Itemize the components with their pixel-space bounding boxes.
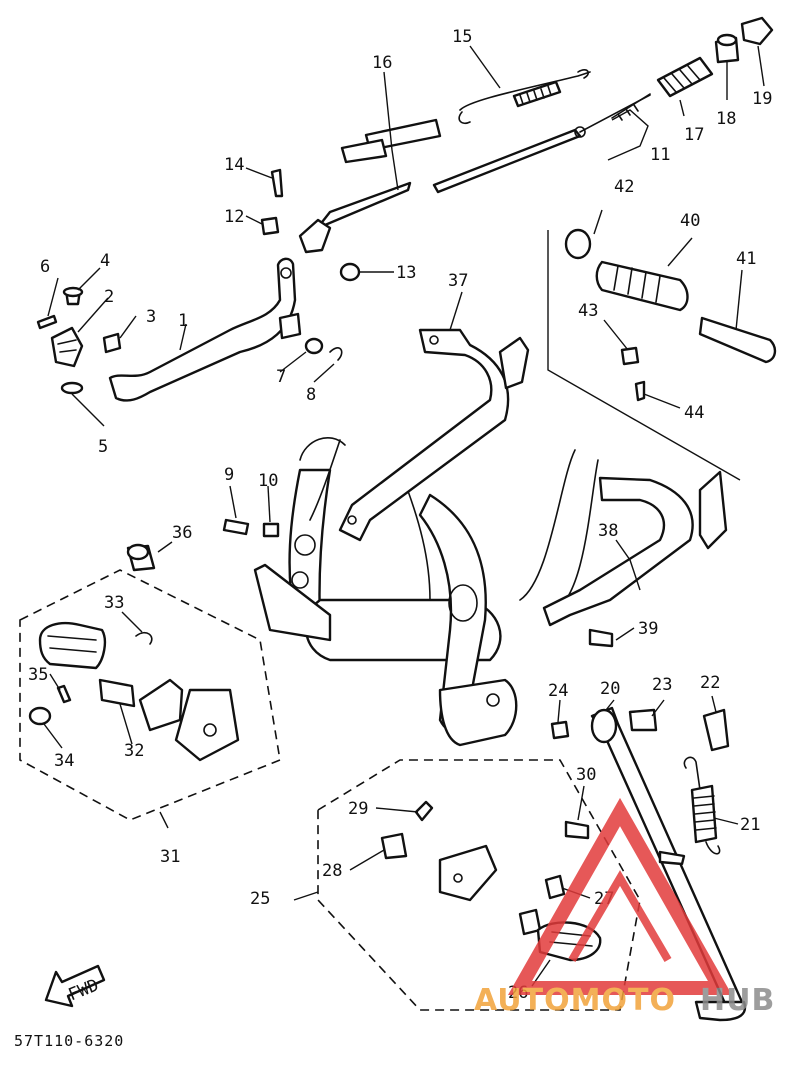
- label-15: 15: [452, 27, 472, 47]
- label-28: 28: [322, 861, 342, 881]
- side-stand-assembly: [380, 800, 602, 962]
- frame-assembly: [253, 436, 599, 747]
- watermark-text-1: AUTOMOTO: [474, 983, 676, 1018]
- left-footrest-assembly: [28, 543, 240, 762]
- label-22: 22: [700, 673, 720, 693]
- brake-pedal: [108, 257, 302, 402]
- label-41: 41: [736, 249, 756, 269]
- label-39: 39: [638, 619, 658, 639]
- footpeg-right-group: [547, 228, 777, 481]
- label-29: 29: [348, 799, 368, 819]
- side-stand: [550, 706, 747, 1022]
- label-14: 14: [224, 155, 244, 175]
- label-25: 25: [250, 889, 270, 909]
- label-5: 5: [98, 437, 108, 457]
- fwd-arrow: FWD: [44, 964, 106, 1008]
- label-11: 11: [650, 145, 670, 165]
- right-footrest-bracket: [542, 470, 728, 648]
- bolt-nut-9-10: [222, 518, 280, 538]
- label-34: 34: [54, 751, 74, 771]
- pedal-tip-group: [36, 286, 122, 395]
- label-9: 9: [224, 465, 234, 485]
- label-2: 2: [104, 287, 114, 307]
- label-44: 44: [684, 403, 704, 423]
- label-20: 20: [600, 679, 620, 699]
- label-13: 13: [396, 263, 416, 283]
- label-35: 35: [28, 665, 48, 685]
- label-23: 23: [652, 675, 672, 695]
- label-33: 33: [104, 593, 124, 613]
- watermark-logo: AUTOMOTO HUB: [474, 797, 775, 1018]
- label-21: 21: [740, 815, 760, 835]
- label-38: 38: [598, 521, 618, 541]
- label-19: 19: [752, 89, 772, 109]
- label-32: 32: [124, 741, 144, 761]
- label-1: 1: [178, 311, 188, 331]
- watermark-text-2: HUB: [700, 983, 775, 1018]
- label-43: 43: [578, 301, 598, 321]
- watermark-inner-triangle-icon: [568, 870, 672, 963]
- label-24: 24: [548, 681, 568, 701]
- washer-clip: [304, 337, 343, 361]
- adjuster-group: [656, 16, 774, 98]
- left-footrest-bracket: [338, 328, 530, 542]
- label-30: 30: [576, 765, 596, 785]
- brake-rod: [306, 93, 651, 242]
- label-6: 6: [40, 257, 50, 277]
- label-7: 7: [276, 367, 286, 387]
- label-37: 37: [448, 271, 468, 291]
- leader-lines: [43, 45, 765, 987]
- label-17: 17: [684, 125, 704, 145]
- label-36: 36: [172, 523, 192, 543]
- diagram-code: 57T110-6320: [14, 1032, 124, 1050]
- group-outlines: [19, 569, 641, 1011]
- label-10: 10: [258, 471, 278, 491]
- label-8: 8: [306, 385, 316, 405]
- watermark-triangle-icon: [507, 797, 733, 995]
- label-42: 42: [614, 177, 634, 197]
- label-40: 40: [680, 211, 700, 231]
- brake-switch: [340, 69, 591, 164]
- label-4: 4: [100, 251, 110, 271]
- label-16: 16: [372, 53, 392, 73]
- label-12: 12: [224, 207, 244, 227]
- label-18: 18: [716, 109, 736, 129]
- rod-clevis: [260, 168, 361, 282]
- part-labels: 1 2 3 4 5 6 7 8 9 10 11 12 13 14 15 16 1…: [28, 27, 772, 1003]
- label-31: 31: [160, 847, 180, 867]
- label-3: 3: [146, 307, 156, 327]
